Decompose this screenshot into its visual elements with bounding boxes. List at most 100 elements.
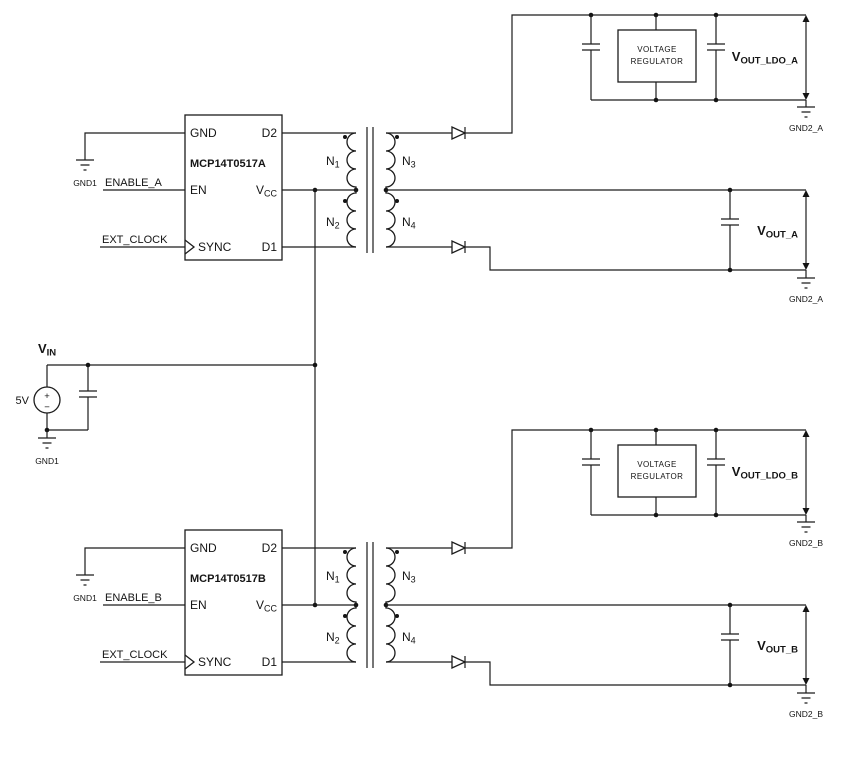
b-gnd1-label: GND1 — [73, 593, 97, 603]
junction-dot — [85, 362, 91, 368]
b-pin-vcc-label: VCC — [256, 598, 278, 614]
a-phase-dot-n4 — [395, 199, 399, 203]
b-diode-top-icon — [451, 540, 467, 556]
a-vout-return-rail — [465, 246, 806, 271]
b-ground-icon — [797, 521, 815, 533]
a-clock-label: EXT_CLOCK — [102, 234, 168, 246]
b-ic-box — [184, 529, 283, 676]
a-regulator-label-1: VOLTAGE — [637, 45, 676, 54]
b-n1-label: N1 — [326, 569, 340, 585]
a-gnd1-label: GND1 — [73, 178, 97, 188]
b-pin-en-label: EN — [190, 598, 207, 612]
a-gnd-pin-wire — [84, 132, 185, 160]
a-phase-dot-n2 — [343, 199, 347, 203]
a-pin-vcc-label: VCC — [256, 183, 278, 199]
b-primary-winding — [346, 547, 357, 663]
input-cap-plates — [79, 390, 97, 398]
a-diode-top-icon — [451, 125, 467, 141]
junction-dot — [713, 97, 719, 103]
a-vout-label: VOUT_A — [757, 223, 798, 241]
b-regulator-box — [617, 444, 697, 498]
a-primary-winding — [346, 132, 357, 248]
b-pin-gnd-label: GND — [190, 541, 217, 555]
a-diode-bottom-icon — [451, 239, 467, 255]
junction-dot — [653, 512, 659, 518]
b-ic-name: MCP14T0517B — [190, 573, 266, 585]
b-ldo-outcap-plates — [707, 458, 725, 466]
b-pin-d1-label: D1 — [262, 655, 278, 669]
b-phase-dot-n2 — [343, 614, 347, 618]
channel-a: GND1 ENABLE_A EXT_CLOCK GND D2 MCP14T051… — [73, 12, 823, 304]
a-arrow-down-icon — [802, 263, 810, 270]
junction-dot — [713, 512, 719, 518]
a-ldo-input-rail — [465, 14, 806, 134]
a-pin-d2-label: D2 — [262, 126, 278, 140]
b-n3-label: N3 — [402, 569, 416, 585]
b-vout-label: VOUT_B — [757, 638, 798, 656]
b-transformer-core — [366, 542, 374, 668]
b-arrow-down-icon — [802, 678, 810, 685]
a-n3-label: N3 — [402, 154, 416, 170]
a-transformer-core — [366, 127, 374, 253]
b-regulator-label-2: REGULATOR — [631, 472, 684, 481]
a-ic-name: MCP14T0517A — [190, 158, 266, 170]
a-phase-dot-n3 — [395, 135, 399, 139]
b-arrow-up-icon — [802, 605, 810, 612]
b-n2-label: N2 — [326, 630, 340, 646]
vin-label: VIN — [38, 341, 56, 359]
b-sync-clock-wedge-icon — [184, 654, 196, 670]
b-diode-bottom-icon — [451, 654, 467, 670]
a-n2-label: N2 — [326, 215, 340, 231]
ground-icon — [38, 437, 56, 449]
b-gnd-pin-wire — [84, 547, 185, 575]
junction-dot — [727, 267, 733, 273]
b-ldo-input-rail — [465, 429, 806, 549]
a-ground-icon — [797, 277, 815, 289]
junction-dot — [727, 682, 733, 688]
a-arrow-up-icon — [802, 190, 810, 197]
vin-gnd1-label: GND1 — [35, 456, 59, 466]
input-supply-section: VIN + − 5V GND1 — [16, 187, 318, 608]
b-enable-label: ENABLE_B — [105, 592, 162, 604]
b-gnd2-ldo-label: GND2_B — [789, 538, 823, 548]
b-gnd2-out-label: GND2_B — [789, 709, 823, 719]
b-clock-label: EXT_CLOCK — [102, 649, 168, 661]
a-ldo-outcap-plates — [707, 43, 725, 51]
source-wires — [46, 365, 88, 431]
b-ldo-incap-plates — [582, 458, 600, 466]
a-regulator-box — [617, 29, 697, 83]
source-minus-sign: − — [44, 402, 50, 413]
channel-b: GND1 ENABLE_B EXT_CLOCK GND D2 MCP14T051… — [73, 427, 823, 719]
a-arrow-up-icon — [802, 15, 810, 22]
a-arrow-down-icon — [802, 93, 810, 100]
a-regulator-label-2: REGULATOR — [631, 57, 684, 66]
b-vout-ldo-label: VOUT_LDO_B — [732, 464, 798, 482]
b-n4-label: N4 — [402, 630, 416, 646]
source-plus-sign: + — [44, 391, 50, 402]
b-ground-icon — [797, 692, 815, 704]
a-pin-en-label: EN — [190, 183, 207, 197]
a-phase-dot-n1 — [343, 135, 347, 139]
a-gnd2-ldo-label: GND2_A — [789, 123, 823, 133]
b-phase-dot-n1 — [343, 550, 347, 554]
b-vout-return-rail — [465, 661, 806, 686]
a-sync-clock-wedge-icon — [184, 239, 196, 255]
a-gnd2-out-label: GND2_A — [789, 294, 823, 304]
b-ground-icon — [76, 574, 94, 586]
b-outcap-plates — [721, 633, 739, 641]
a-pin-d1-label: D1 — [262, 240, 278, 254]
a-ic-box — [184, 114, 283, 261]
a-n4-label: N4 — [402, 215, 416, 231]
a-pin-gnd-label: GND — [190, 126, 217, 140]
a-ground-icon — [797, 106, 815, 118]
b-pin-sync-label: SYNC — [198, 655, 232, 669]
a-n1-label: N1 — [326, 154, 340, 170]
a-enable-label: ENABLE_A — [105, 177, 163, 189]
a-pin-sync-label: SYNC — [198, 240, 232, 254]
b-arrow-up-icon — [802, 430, 810, 437]
b-arrow-down-icon — [802, 508, 810, 515]
a-ground-icon — [76, 159, 94, 171]
b-phase-dot-n3 — [395, 550, 399, 554]
